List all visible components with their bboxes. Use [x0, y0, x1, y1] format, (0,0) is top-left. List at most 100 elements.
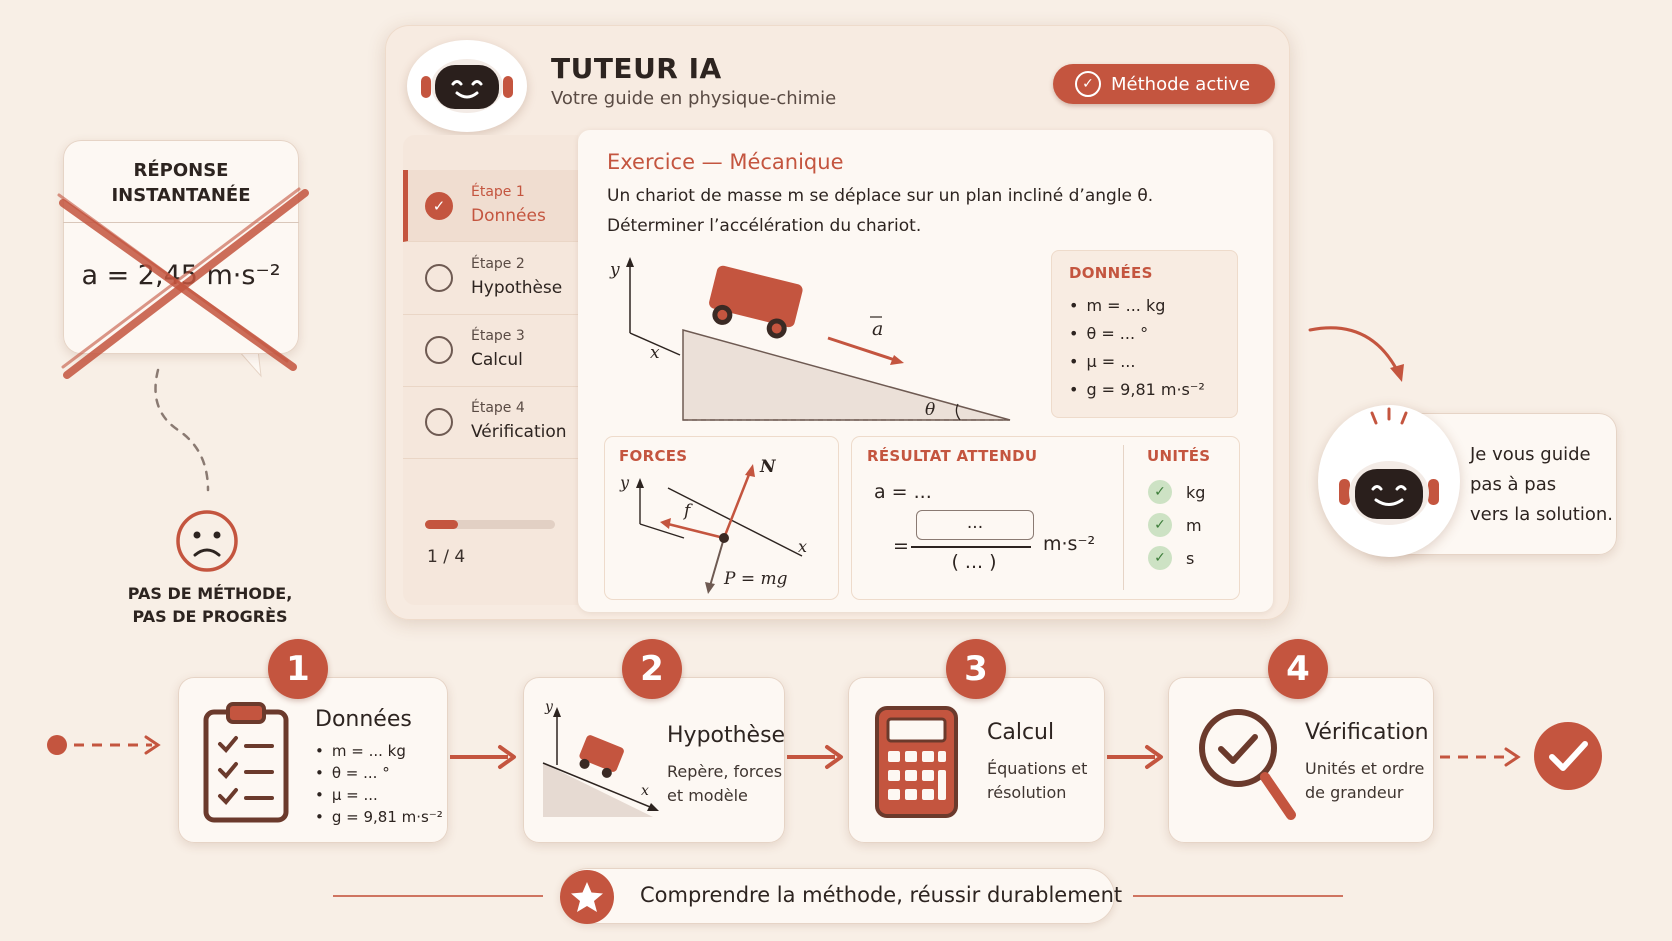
donnee-item: θ = ... ° [1069, 324, 1205, 343]
inclined-plane-diagram: y x a θ [609, 257, 1011, 421]
flow-donnees-list: m = ... kg θ = ... ° μ = ... g = 9,81 m·… [315, 742, 443, 830]
step-number-badge: 4 [1268, 639, 1328, 699]
exercise-title: Exercice — Mécanique [607, 150, 844, 174]
empty-circle-icon [425, 336, 453, 364]
title-line: RÉPONSE [133, 160, 229, 181]
step-number: Étape 2 [471, 256, 525, 272]
angle-label: θ [925, 400, 935, 420]
flow-card-desc: Équations et résolution [987, 757, 1087, 805]
clipboard-icon [203, 702, 289, 823]
donnee-item: μ = ... [1069, 352, 1205, 371]
flow-card-title: Vérification [1305, 720, 1429, 745]
check-icon: ✓ [1148, 546, 1172, 570]
axis-x-label: x [650, 343, 660, 363]
axis-y-label: y [544, 699, 554, 715]
desc-line: Repère, forces [667, 762, 783, 781]
app-title: TUTEUR IA [551, 52, 722, 85]
donnee-item: θ = ... ° [315, 764, 443, 782]
cross-out-icon [57, 187, 309, 379]
step-number: Étape 4 [471, 400, 525, 416]
donnees-title: DONNÉES [1069, 264, 1153, 282]
magnifier-check-icon [1199, 709, 1296, 820]
donnee-item: m = ... kg [1069, 296, 1205, 315]
denominator-field[interactable]: ( ... ) [951, 551, 997, 573]
empty-circle-icon [425, 264, 453, 292]
desc-line: Équations et [987, 759, 1088, 778]
flow-arrow [1107, 745, 1163, 769]
exercise-statement: Un chariot de masse m se déplace sur un … [607, 186, 1154, 206]
app-subtitle: Votre guide en physique-chimie [551, 88, 837, 109]
instant-answer-card [63, 140, 299, 354]
guide-text: Je vous guide pas à pas vers la solution… [1470, 440, 1613, 530]
empty-circle-icon [425, 408, 453, 436]
unite-label: m [1186, 515, 1202, 535]
flow-card-desc: Unités et ordre de grandeur [1305, 757, 1424, 805]
donnees-list: m = ... kg θ = ... ° μ = ... g = 9,81 m·… [1069, 296, 1205, 408]
step-number-badge: 1 [268, 639, 328, 699]
unite-label: s [1186, 548, 1195, 568]
fraction-bar [911, 546, 1031, 548]
desc-line: de grandeur [1305, 783, 1404, 802]
curved-arrow-icon [1308, 326, 1404, 382]
step-number: Étape 1 [471, 184, 525, 200]
donnee-item: g = 9,81 m·s⁻² [315, 808, 443, 826]
flow-card-title: Hypothèse [667, 723, 786, 748]
robot-icon [1337, 407, 1441, 541]
weight-label: P = mg [723, 569, 788, 589]
desc-line: résolution [987, 783, 1067, 802]
unite-label: kg [1186, 482, 1206, 502]
axis-x-label: x [641, 783, 649, 799]
guide-line: Je vous guide [1470, 444, 1591, 465]
check-icon: ✓ [1148, 513, 1172, 537]
flow-arrow [787, 745, 843, 769]
donnee-item: g = 9,81 m·s⁻² [1069, 380, 1204, 399]
step-number: Étape 3 [471, 328, 525, 344]
step-number-badge: 2 [622, 639, 682, 699]
flow-card-title: Calcul [987, 720, 1055, 745]
forces-panel [605, 437, 838, 599]
sad-face-icon [176, 510, 238, 572]
tagline-text: Comprendre la méthode, réussir durableme… [640, 883, 1123, 907]
method-active-button[interactable]: ✓ Méthode active [1053, 64, 1275, 104]
desc-line: Unités et ordre [1305, 759, 1425, 778]
unites-list: ✓ kg ✓ m ✓ s [1148, 480, 1205, 570]
donnee-item: μ = ... [315, 786, 443, 804]
axis-x-label: x [798, 537, 807, 556]
tagline-rule-left [333, 895, 543, 897]
step-item-donnees[interactable]: ✓ Étape 1 Données [403, 170, 578, 242]
unite-item: ✓ m [1148, 513, 1205, 537]
inclined-plane-icon: y x [542, 699, 659, 817]
friction-force-label: f [682, 501, 693, 521]
numerator-field[interactable]: ... [916, 510, 1034, 540]
step-number-badge: 3 [946, 639, 1006, 699]
normal-force-label: N [759, 457, 777, 477]
step-item-calcul[interactable]: Étape 3 Calcul [403, 314, 578, 387]
axis-y-label: y [609, 260, 620, 280]
progress-label: 1 / 4 [427, 547, 466, 567]
no-method-caption: PAS DE MÉTHODE, PAS DE PROGRÈS [110, 582, 310, 628]
unite-item: ✓ kg [1148, 480, 1205, 504]
flow-arrow [450, 745, 516, 769]
step-item-verification[interactable]: Étape 4 Vérification [403, 386, 578, 459]
flow-card-desc: Repère, forces et modèle [667, 760, 782, 808]
flow-card-title: Données [315, 707, 412, 732]
step-label: Données [471, 206, 546, 226]
resultat-title: RÉSULTAT ATTENDU [867, 447, 1038, 465]
step-label: Hypothèse [471, 278, 563, 298]
card-divider [63, 222, 299, 223]
donnees-box: DONNÉES m = ... kg θ = ... ° μ = ... g =… [1051, 250, 1238, 418]
star-badge [560, 870, 614, 924]
caption-line: PAS DE PROGRÈS [132, 607, 288, 626]
unite-item: ✓ s [1148, 546, 1205, 570]
guide-line: vers la solution. [1470, 504, 1613, 525]
step-item-hypothese[interactable]: Étape 2 Hypothèse [403, 242, 578, 315]
check-icon: ✓ [425, 192, 453, 220]
resultat-line: a = ... [874, 481, 932, 503]
steps-sidebar: ✓ Étape 1 Données Étape 2 Hypothèse Étap… [403, 135, 578, 605]
cart-icon [709, 265, 803, 339]
guide-line: pas à pas [1470, 474, 1557, 495]
caption-line: PAS DE MÉTHODE, [127, 584, 293, 603]
forces-diagram: y N f x P = mg [619, 457, 807, 594]
step-label: Vérification [471, 422, 567, 442]
check-icon: ✓ [1148, 480, 1172, 504]
